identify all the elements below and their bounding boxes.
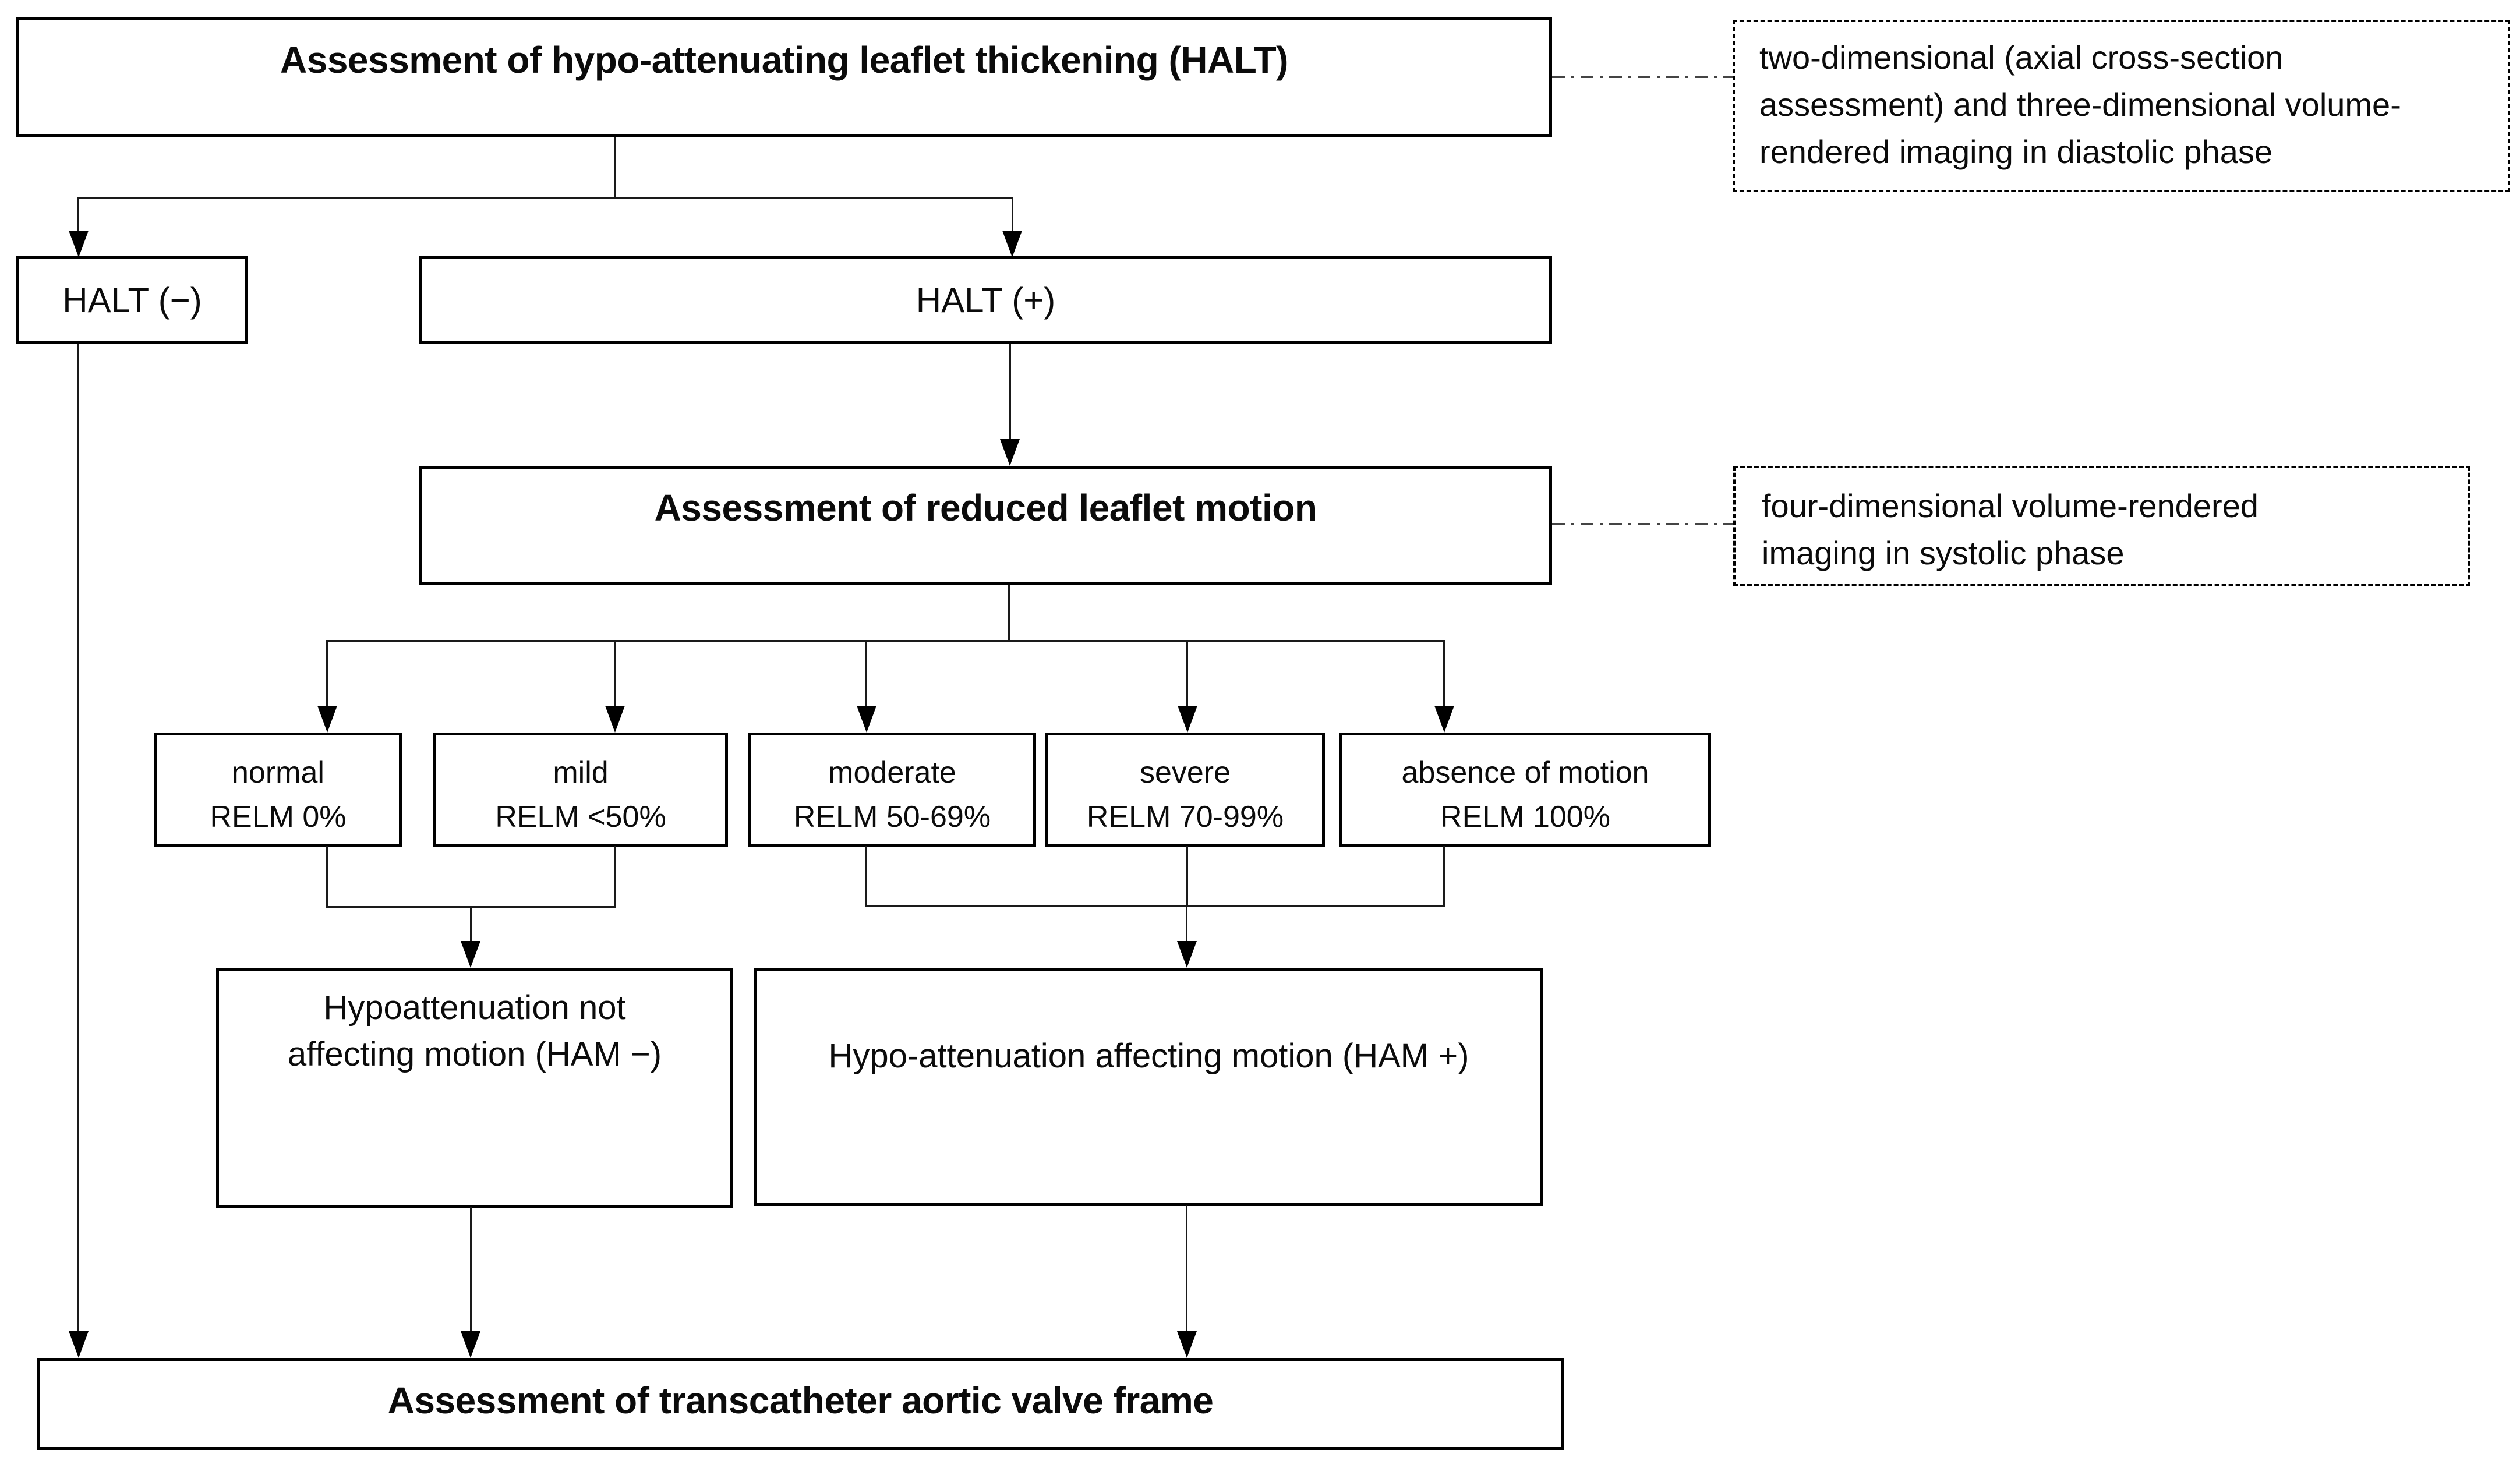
relm-severe-label: severe [1139,756,1231,790]
relm-mild-box: mild RELM <50% [433,733,728,847]
connector-severe-out [1186,846,1188,907]
ham-positive-box: Hypo-attenuation affecting motion (HAM +… [754,968,1543,1206]
note-diastolic-line1: two-dimensional (axial cross-section [1759,39,2284,76]
relm-mild-label: mild [553,756,609,790]
note-diastolic-line3: rendered imaging in diastolic phase [1759,133,2272,170]
connector-drop-hampos [1186,905,1187,941]
halt-assessment-title: Assessment of hypo-attenuating leaflet t… [280,39,1288,81]
halt-positive-label: HALT (+) [916,280,1056,320]
relm-normal-value: RELM 0% [210,800,347,834]
connector-dashdot-diastolic [1552,76,1733,78]
ham-negative-box: Hypoattenuation not affecting motion (HA… [216,968,733,1208]
ham-negative-line1: Hypoattenuation not [323,989,626,1027]
note-diastolic-line2: assessment) and three-dimensional volume… [1759,86,2401,123]
connector-haltpos-to-motion [1009,344,1011,440]
connector-into-severe [1186,640,1188,706]
valve-frame-assessment-title: Assessment of transcatheter aortic valve… [387,1379,1214,1421]
halt-positive-box: HALT (+) [419,256,1552,344]
connector-drop-hamneg [470,906,472,941]
relm-absence-label: absence of motion [1401,756,1649,790]
arrowhead-haltneg-frame [69,1331,89,1358]
relm-moderate-value: RELM 50-69% [793,800,991,834]
relm-mild-value: RELM <50% [495,800,666,834]
arrowhead-absence [1434,706,1454,733]
relm-moderate-label: moderate [828,756,956,790]
valve-frame-assessment-box: Assessment of transcatheter aortic valve… [37,1358,1564,1450]
arrowhead-hampos-frame [1177,1331,1197,1358]
halt-assessment-box: Assessment of hypo-attenuating leaflet t… [16,17,1552,137]
connector-into-halt-positive [1012,197,1013,232]
connector-moderate-out [865,846,867,907]
connector-haltneg-to-frame [77,344,79,1332]
connector-into-normal [326,640,328,706]
arrowhead-mild [605,706,625,733]
arrowhead-severe [1178,706,1197,733]
ham-negative-line2: affecting motion (HAM −) [287,1035,662,1073]
arrowhead-ham-positive [1177,941,1197,968]
connector-normal-out [326,846,328,908]
connector-mild-out [614,846,616,908]
connector-hampos-to-frame [1186,1205,1187,1331]
connector-branch1 [78,197,1013,199]
relm-absence-box: absence of motion RELM 100% [1339,733,1711,847]
relm-moderate-box: moderate RELM 50-69% [748,733,1036,847]
connector-hamneg-to-frame [470,1207,472,1331]
relm-severe-box: severe RELM 70-99% [1045,733,1325,847]
note-diastolic-imaging: two-dimensional (axial cross-section ass… [1733,20,2510,192]
connector-absence-out [1443,846,1445,907]
relm-severe-value: RELM 70-99% [1086,800,1284,834]
arrowhead-hamneg-frame [461,1331,480,1358]
relm-normal-box: normal RELM 0% [154,733,402,847]
connector-into-absence [1443,640,1445,706]
arrowhead-halt-negative [69,231,89,257]
connector-into-halt-negative [77,197,79,232]
connector-motion-stub [1008,585,1010,641]
arrowhead-halt-positive [1002,231,1022,257]
arrowhead-normal [317,706,337,733]
connector-into-mild [614,640,616,706]
relm-normal-label: normal [232,756,324,790]
connector-dashdot-systolic [1552,523,1733,525]
connector-top-stub [614,137,616,199]
reduced-leaflet-motion-box: Assessment of reduced leaflet motion [419,466,1552,585]
note-systolic-line1: four-dimensional volume-rendered [1762,487,2259,524]
halt-negative-box: HALT (−) [16,256,248,344]
arrowhead-moderate [857,706,876,733]
connector-bracket-hampos [865,905,1445,907]
relm-absence-value: RELM 100% [1440,800,1610,834]
halt-negative-label: HALT (−) [62,280,202,320]
ham-positive-label: Hypo-attenuation affecting motion (HAM +… [828,1037,1469,1075]
note-systolic-line2: imaging in systolic phase [1762,535,2125,571]
reduced-leaflet-motion-title: Assessment of reduced leaflet motion [654,487,1317,529]
arrowhead-motion-box [1000,439,1020,466]
connector-branch2 [327,640,1445,642]
arrowhead-ham-negative [461,941,480,968]
connector-into-moderate [865,640,867,706]
note-systolic-imaging: four-dimensional volume-rendered imaging… [1733,466,2470,586]
